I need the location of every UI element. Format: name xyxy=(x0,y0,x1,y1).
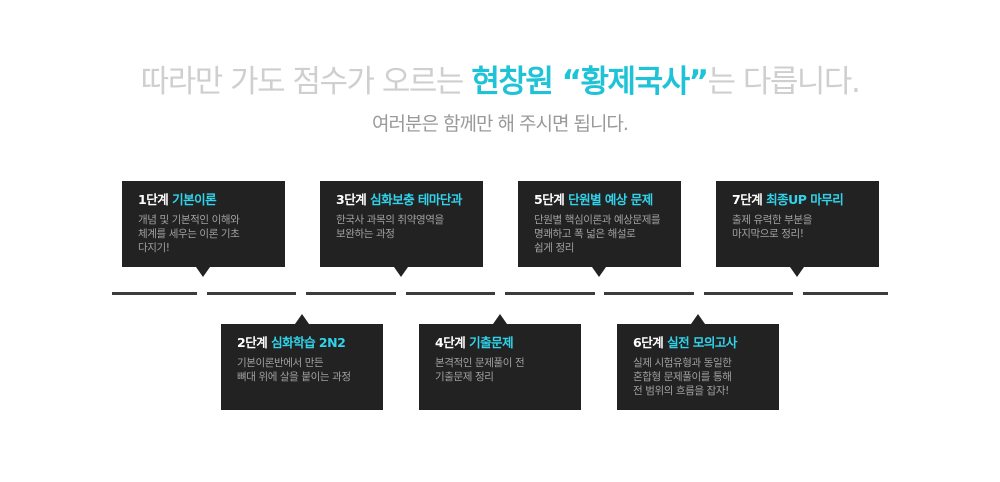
step-description: 기본이론반에서 만든 뼈대 위에 살을 붙이는 과정 xyxy=(237,357,351,383)
timeline-segment xyxy=(604,292,694,295)
timeline-segment xyxy=(704,292,793,295)
pointer-arrow xyxy=(295,314,309,324)
step-card-7: 7단계 최종UP 마무리 출제 유력한 부분을 마지막으로 정리! xyxy=(716,181,879,277)
step-stage: 7단계 xyxy=(732,192,763,207)
headline-suffix: 는 다릅니다. xyxy=(707,64,861,100)
pointer-arrow xyxy=(691,314,705,324)
step-description: 출제 유력한 부분을 마지막으로 정리! xyxy=(732,214,812,240)
headline-highlight: 현창원 “황제국사” xyxy=(471,64,709,100)
step-stage: 3단계 xyxy=(336,192,367,207)
step-heading: 1단계 기본이론 xyxy=(138,192,275,208)
step-title: 기출문제 xyxy=(469,335,514,350)
pointer-arrow xyxy=(592,267,606,277)
timeline-segment xyxy=(112,292,197,295)
step-title: 기본이론 xyxy=(172,192,217,207)
pointer-arrow xyxy=(790,267,804,277)
timeline-segment xyxy=(207,292,296,295)
step-card-3: 3단계 심화보충 테마단과 한국사 과목의 취약영역을 보완하는 과정 xyxy=(320,181,483,277)
headline-prefix: 따라만 가도 점수가 오르는 xyxy=(140,64,472,100)
pointer-arrow xyxy=(394,267,408,277)
step-card-4: 4단계 기출문제 본격적인 문제풀이 전 기출문제 정리 xyxy=(419,314,581,410)
subline: 여러분은 함께만 해 주시면 됩니다. xyxy=(372,113,629,135)
step-card-6: 6단계 실전 모의고사 실제 시험유형과 동일한 혼합형 문제풀이를 통해 전 … xyxy=(617,314,779,410)
step-title: 심화보충 테마단과 xyxy=(370,192,462,207)
pointer-arrow xyxy=(196,267,210,277)
step-card-1: 1단계 기본이론 개념 및 기본적인 이해와 체계를 세우는 이론 기초 다지기… xyxy=(122,181,285,277)
step-heading: 6단계 실전 모의고사 xyxy=(633,335,769,351)
step-stage: 5단계 xyxy=(534,192,565,207)
step-stage: 2단계 xyxy=(237,335,268,350)
step-title: 심화학습 2N2 xyxy=(271,335,346,350)
step-description: 실제 시험유형과 동일한 혼합형 문제풀이를 통해 전 범위의 흐름을 잡자! xyxy=(633,357,732,397)
step-heading: 5단계 단원별 예상 문제 xyxy=(534,192,671,208)
step-description: 한국사 과목의 취약영역을 보완하는 과정 xyxy=(336,214,444,240)
step-stage: 4단계 xyxy=(435,335,466,350)
step-stage: 6단계 xyxy=(633,335,664,350)
headline: 따라만 가도 점수가 오르는 현창원 “황제국사”는 다릅니다. xyxy=(0,62,1000,102)
timeline-segment xyxy=(306,292,396,295)
step-description: 단원별 핵심이론과 예상문제를 명쾌하고 폭 넓은 해설로 쉽게 정리 xyxy=(534,214,661,254)
step-card-5: 5단계 단원별 예상 문제 단원별 핵심이론과 예상문제를 명쾌하고 폭 넓은 … xyxy=(518,181,681,277)
step-title: 단원별 예상 문제 xyxy=(568,192,653,207)
step-heading: 3단계 심화보충 테마단과 xyxy=(336,192,473,208)
step-description: 개념 및 기본적인 이해와 체계를 세우는 이론 기초 다지기! xyxy=(138,214,240,254)
pointer-arrow xyxy=(493,314,507,324)
step-stage: 1단계 xyxy=(138,192,169,207)
step-heading: 7단계 최종UP 마무리 xyxy=(732,192,869,208)
step-title: 실전 모의고사 xyxy=(667,335,737,350)
timeline-segment xyxy=(505,292,595,295)
step-heading: 4단계 기출문제 xyxy=(435,335,571,351)
step-card-2: 2단계 심화학습 2N2 기본이론반에서 만든 뼈대 위에 살을 붙이는 과정 xyxy=(221,314,383,410)
step-title: 최종UP 마무리 xyxy=(766,192,844,207)
timeline-segment xyxy=(803,292,888,295)
step-heading: 2단계 심화학습 2N2 xyxy=(237,335,373,351)
timeline-segment xyxy=(406,292,495,295)
step-description: 본격적인 문제풀이 전 기출문제 정리 xyxy=(435,357,525,383)
